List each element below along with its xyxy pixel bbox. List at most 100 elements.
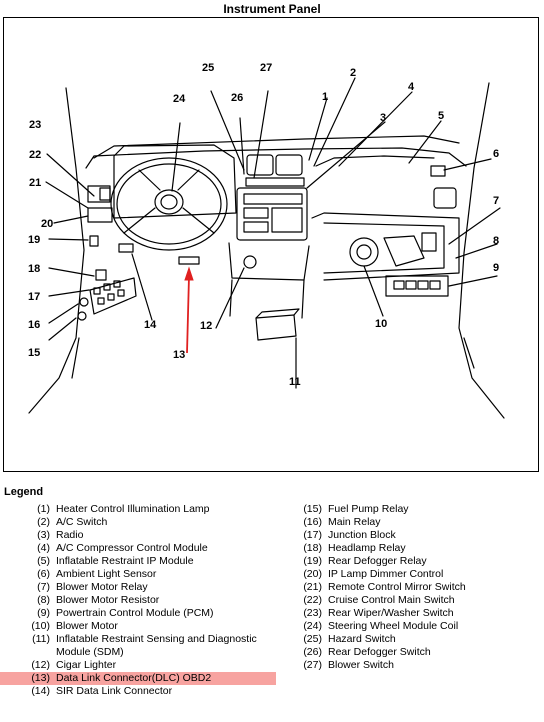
ambient-sensor-shape [430,165,446,177]
legend-item: (16) Main Relay [296,516,536,529]
legend-item-number: (9) [37,607,50,619]
legend-item-number: (20) [303,568,322,580]
cigar-lighter-shape [243,255,257,269]
callout-25: 25 [202,62,214,74]
legend-item-label: Blower Switch [328,659,394,671]
legend-item-label: A/C Switch [56,516,108,528]
legend-item-number: (3) [37,529,50,541]
callout-7: 7 [493,195,499,207]
legend-item: (26) Rear Defogger Switch [296,646,536,659]
dlc-connector-shape [178,256,200,265]
legend-item-label: Inflatable Restraint Sensing and Diagnos… [56,633,257,658]
page-title: Instrument Panel [223,2,321,16]
legend-item-number: (7) [37,581,50,593]
legend-item-number: (25) [303,633,322,645]
callout-18: 18 [28,263,40,275]
legend-item-number: (13) [31,672,50,684]
callout-12: 12 [200,320,212,332]
legend-item-label: Heater Control Illumination Lamp [56,503,210,515]
legend-item-label: Cigar Lighter [56,659,117,671]
legend-item-label: Ambient Light Sensor [56,568,157,580]
left-a-pillar [28,87,85,414]
legend-item-number: (19) [303,555,322,567]
legend-item: (20) IP Lamp Dimmer Control [296,568,536,581]
legend-item-number: (15) [303,503,322,515]
legend-item: (17)Junction Block [296,529,536,542]
legend-item: (3) Radio [24,529,274,542]
legend-item-number: (16) [303,516,322,528]
legend-item-number: (5) [37,555,50,567]
legend-item: (24) Steering Wheel Module Coil [296,620,536,633]
legend-item-number: (4) [37,542,50,554]
legend-item-highlighted: (13)Data Link Connector(DLC) OBD2 [0,672,276,685]
legend-item-label: Headlamp Relay [328,542,406,554]
instrument-panel-diagram: 1 2 3 4 5 6 7 8 9 10 11 12 13 14 15 16 1… [3,17,539,472]
legend-item-number: (2) [37,516,50,528]
legend-heading: Legend [4,486,44,498]
legend-item: (23)Rear Wiper/Washer Switch [296,607,536,620]
pcm-shape [385,275,449,297]
legend-item: (18) Headlamp Relay [296,542,536,555]
legend-item: (8) Blower Motor Resistor [24,594,274,607]
legend-item-number: (24) [303,620,322,632]
callout-24: 24 [173,93,186,105]
blower-motor-shape [349,237,379,267]
legend-item: (4) A/C Compressor Control Module [24,542,274,555]
legend-item-number: (17) [303,529,322,541]
legend-item-label: Hazard Switch [328,633,396,645]
callout-6: 6 [493,148,499,160]
legend-item: (21)Remote Control Mirror Switch [296,581,536,594]
callout-1: 1 [322,91,328,103]
sdm-module-shape [255,314,297,341]
callout-14: 14 [144,319,157,331]
legend-item: (7)Blower Motor Relay [24,581,274,594]
callout-26: 26 [231,92,243,104]
callout-5: 5 [438,110,444,122]
legend-item-number: (14) [31,685,50,697]
legend-item-label: Blower Motor Resistor [56,594,160,606]
callouts: 1 2 3 4 5 6 7 8 9 10 11 12 13 14 15 16 1… [28,62,499,388]
callout-13: 13 [173,349,185,361]
legend-item-number: (27) [303,659,322,671]
legend-item-label: A/C Compressor Control Module [56,542,208,554]
legend-item-number: (22) [303,594,322,606]
legend-item-label: Cruise Control Main Switch [328,594,455,606]
junction-block [89,277,137,315]
callout-19: 19 [28,234,40,246]
callout-20: 20 [41,218,53,230]
steering-wheel [110,157,228,251]
legend-item-label: Fuel Pump Relay [328,503,409,515]
legend-item-label: Powertrain Control Module (PCM) [56,607,214,619]
legend-item: (1) Heater Control Illumination Lamp [24,503,274,516]
legend-item-label: Rear Defogger Switch [328,646,431,658]
legend-item-number: (18) [303,542,322,554]
legend-item-number: (8) [37,594,50,606]
legend-item-label: Radio [56,529,84,541]
callout-16: 16 [28,319,40,331]
diagram-svg: 1 2 3 4 5 6 7 8 9 10 11 12 13 14 15 16 1… [28,62,505,419]
legend-item-number: (1) [37,503,50,515]
legend-left-column: (1) Heater Control Illumination Lamp (2) A/… [0,503,276,698]
legend-item-number: (26) [303,646,322,658]
legend-item-number: (23) [303,607,322,619]
callout-21: 21 [29,177,41,189]
callout-8: 8 [493,235,499,247]
legend-right-column: (15) Fuel Pump Relay (16) Main Relay(17)Jun… [296,503,536,672]
legend-item: (14) SIR Data Link Connector [24,685,274,698]
radio-unit [236,187,308,241]
legend-item: (27) Blower Switch [296,659,536,672]
legend-item-label: SIR Data Link Connector [56,685,173,697]
legend-item-label: Inflatable Restraint IP Module [56,555,194,567]
legend-item: (11)Inflatable Restraint Sensing and Dia… [24,633,274,659]
legend-item: (10)Blower Motor [24,620,274,633]
dash-top [85,147,467,169]
legend-item: (22) Cruise Control Main Switch [296,594,536,607]
cluster-gauge-right [275,154,303,176]
legend-item-label: Steering Wheel Module Coil [328,620,459,632]
legend-item: (15) Fuel Pump Relay [296,503,536,516]
dlc-arrow [184,266,194,354]
callout-10: 10 [375,318,387,330]
legend-item-number: (6) [37,568,50,580]
legend-item-label: IP Lamp Dimmer Control [328,568,444,580]
legend-item-label: Main Relay [328,516,381,528]
